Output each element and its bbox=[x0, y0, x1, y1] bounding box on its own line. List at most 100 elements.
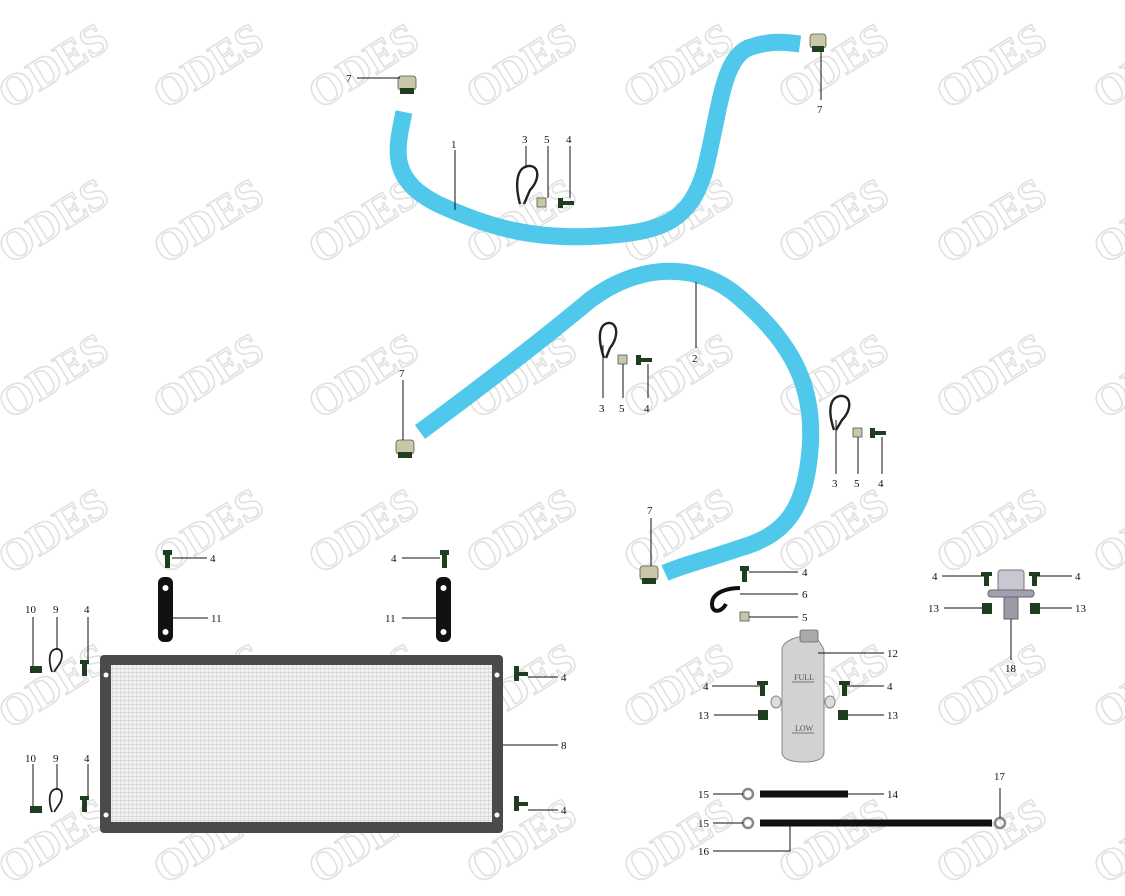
watermark-text: ODES bbox=[614, 788, 742, 893]
clip-icon bbox=[829, 394, 851, 431]
label-9: 9 bbox=[53, 604, 59, 616]
clip-icon bbox=[48, 788, 63, 813]
label-4: 4 bbox=[561, 805, 567, 817]
nut-icon bbox=[739, 611, 750, 622]
label-13: 13 bbox=[928, 603, 940, 615]
bolt-icon bbox=[514, 796, 528, 811]
clip-icon bbox=[48, 648, 63, 673]
bracket-icon bbox=[158, 577, 173, 642]
bolt-icon bbox=[1029, 572, 1040, 586]
label-10: 10 bbox=[25, 753, 37, 765]
watermark-text: ODES bbox=[144, 478, 272, 583]
label-4: 4 bbox=[932, 571, 938, 583]
label-4: 4 bbox=[84, 604, 90, 616]
label-17: 17 bbox=[994, 771, 1006, 783]
clamp-icon bbox=[397, 75, 417, 94]
hook-icon bbox=[709, 586, 741, 613]
watermark-text: ODES bbox=[1084, 323, 1125, 428]
screw-icon bbox=[30, 806, 42, 813]
label-4: 4 bbox=[566, 134, 572, 146]
watermark-text: ODES bbox=[927, 478, 1055, 583]
label-4: 4 bbox=[391, 553, 397, 565]
cap-assembly bbox=[987, 569, 1035, 620]
callout-labels: 1 2 3 5 4 3 5 4 3 5 4 7 7 7 7 4 4 11 11 … bbox=[25, 52, 1087, 858]
watermark-text: ODES bbox=[0, 478, 117, 583]
grommet-icon bbox=[838, 710, 848, 720]
label-6: 6 bbox=[802, 589, 808, 601]
bolt-icon bbox=[636, 355, 652, 365]
label-4: 4 bbox=[84, 753, 90, 765]
bolt-icon bbox=[740, 566, 749, 582]
label-15: 15 bbox=[698, 789, 710, 801]
label-1: 1 bbox=[451, 139, 457, 151]
label-4: 4 bbox=[210, 553, 216, 565]
label-4: 4 bbox=[887, 681, 893, 693]
watermark-text: ODES bbox=[769, 788, 897, 893]
watermark-text: ODES bbox=[1084, 478, 1125, 583]
watermark-text: ODES bbox=[1084, 633, 1125, 738]
watermark-text: ODES bbox=[457, 323, 585, 428]
label-5: 5 bbox=[619, 403, 625, 415]
bolt-icon bbox=[558, 198, 574, 208]
label-4: 4 bbox=[644, 403, 650, 415]
label-8: 8 bbox=[561, 740, 567, 752]
watermark-text: ODES bbox=[457, 478, 585, 583]
label-18: 18 bbox=[1005, 663, 1017, 675]
label-13: 13 bbox=[698, 710, 710, 722]
label-2: 2 bbox=[692, 353, 698, 365]
hose-1 bbox=[389, 33, 802, 246]
label-15: 15 bbox=[698, 818, 710, 830]
label-3: 3 bbox=[599, 403, 605, 415]
label-7: 7 bbox=[647, 505, 653, 517]
label-4: 4 bbox=[703, 681, 709, 693]
screw-icon bbox=[30, 666, 42, 673]
watermark-text: ODES bbox=[299, 478, 427, 583]
watermark-text: ODES bbox=[0, 323, 117, 428]
watermark-text: ODES bbox=[769, 168, 897, 273]
bolt-icon bbox=[163, 550, 172, 568]
grommet-icon bbox=[1030, 603, 1040, 614]
clip-icon bbox=[515, 164, 539, 205]
tank-low-mark: LOW bbox=[795, 724, 814, 733]
watermark-text: ODES bbox=[1084, 788, 1125, 893]
bolt-icon bbox=[80, 796, 89, 812]
label-5: 5 bbox=[544, 134, 550, 146]
watermark-text: ODES bbox=[927, 13, 1055, 118]
tank-full-mark: FULL bbox=[794, 673, 814, 682]
bolt-icon bbox=[870, 428, 886, 438]
label-11: 11 bbox=[211, 613, 222, 625]
bolt-icon bbox=[80, 660, 89, 676]
watermark-text: ODES bbox=[614, 323, 742, 428]
watermark-text: ODES bbox=[927, 168, 1055, 273]
nut-icon bbox=[617, 354, 628, 365]
label-3: 3 bbox=[522, 134, 528, 146]
bolt-icon bbox=[757, 681, 768, 696]
watermark-text: ODES bbox=[1084, 13, 1125, 118]
watermark-text: ODES bbox=[299, 323, 427, 428]
label-9: 9 bbox=[53, 753, 59, 765]
clamp-icon bbox=[809, 33, 827, 52]
watermark-text: ODES bbox=[769, 13, 897, 118]
watermark-text: ODES bbox=[299, 13, 427, 118]
grommet-icon bbox=[758, 710, 768, 720]
label-14: 14 bbox=[887, 789, 899, 801]
watermark-text: ODES bbox=[144, 13, 272, 118]
label-7: 7 bbox=[399, 368, 405, 380]
clamp-icon bbox=[639, 565, 659, 584]
label-4: 4 bbox=[802, 567, 808, 579]
label-5: 5 bbox=[802, 612, 808, 624]
watermark-text: ODES bbox=[927, 323, 1055, 428]
nut-icon bbox=[536, 197, 547, 208]
label-13: 13 bbox=[1075, 603, 1087, 615]
coolant-tank: FULL LOW bbox=[770, 629, 836, 763]
grommet-icon bbox=[982, 603, 992, 614]
nut-icon bbox=[852, 427, 863, 438]
watermark-text: ODES bbox=[1084, 168, 1125, 273]
label-12: 12 bbox=[887, 648, 898, 660]
bolt-icon bbox=[981, 572, 992, 586]
watermark-text: ODES bbox=[927, 788, 1055, 893]
watermark-text: ODES bbox=[0, 168, 117, 273]
bolt-icon bbox=[514, 666, 528, 681]
label-3: 3 bbox=[832, 478, 838, 490]
